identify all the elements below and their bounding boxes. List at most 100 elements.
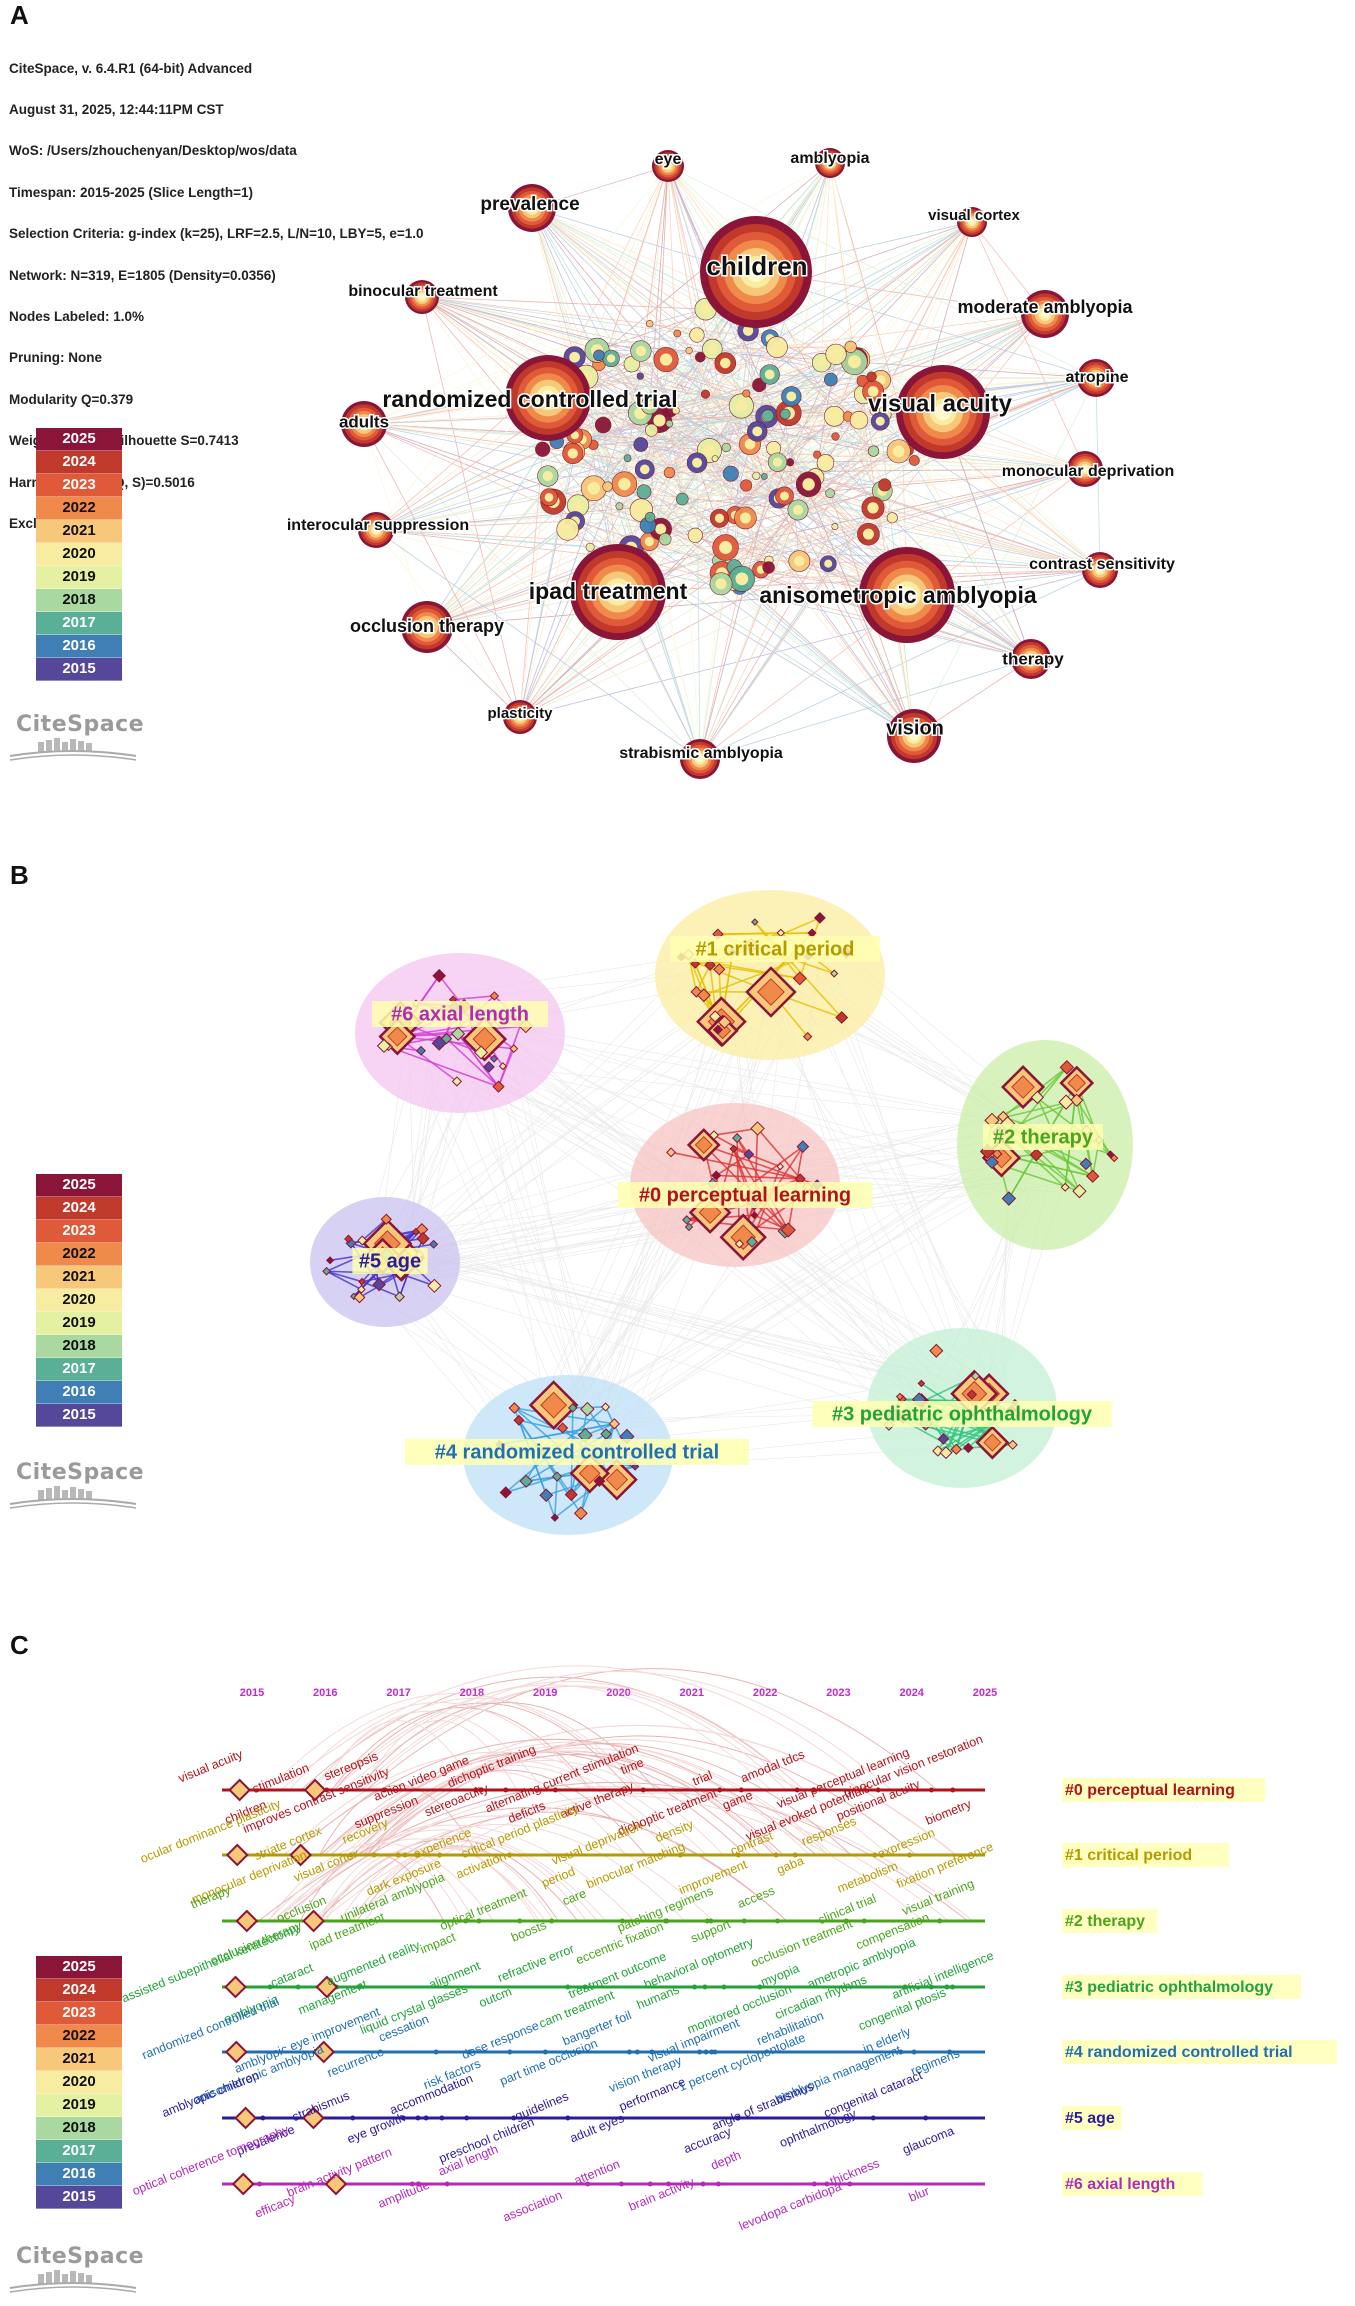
edge — [880, 313, 1046, 381]
edge — [868, 533, 1101, 571]
node-therapy — [1011, 639, 1051, 679]
node-atropine — [1077, 359, 1115, 397]
edge — [388, 1254, 921, 1406]
edge — [421, 296, 874, 452]
keyword-node — [630, 1462, 640, 1471]
keyword-node — [580, 1401, 595, 1417]
edge — [871, 376, 1097, 379]
edge — [519, 375, 641, 718]
keyword-node — [1007, 1439, 1018, 1450]
keyword-node — [440, 1032, 453, 1045]
row-label-bg — [1062, 2040, 1337, 2064]
keyword-node — [432, 968, 447, 983]
node-label: prevalence — [480, 194, 579, 215]
edge — [531, 207, 768, 417]
arc — [366, 1769, 646, 1856]
edge — [551, 1133, 1041, 1434]
keyword-node — [615, 502, 624, 511]
keyword-node — [344, 1234, 353, 1244]
keyword-node — [593, 349, 605, 362]
arc — [361, 1685, 796, 1791]
edge — [699, 526, 836, 760]
arc — [258, 1782, 969, 1922]
timeline-node — [792, 1852, 798, 1858]
legend-year-2024: 2024 — [36, 1979, 122, 2002]
keyword-node — [623, 356, 640, 373]
node-core — [606, 354, 616, 363]
edge — [739, 462, 778, 587]
keyword-node — [489, 991, 500, 1001]
arc — [318, 1852, 464, 1922]
node-core — [387, 1026, 408, 1047]
edge — [420, 1253, 966, 1396]
arc — [342, 1670, 893, 1791]
timeline-row-0-perceptual-learning: visual acuitychildrenstimulationimproves… — [176, 1732, 1266, 1844]
keyword-node — [567, 1403, 578, 1413]
keyword-node — [451, 1026, 466, 1041]
node-core — [655, 523, 667, 535]
timeline-node — [506, 1852, 512, 1858]
arc — [311, 1823, 685, 1922]
timeline-node — [585, 2181, 591, 2187]
edge — [769, 221, 973, 375]
node-core — [569, 351, 580, 363]
edge — [363, 423, 428, 628]
timeline-node — [511, 2115, 517, 2121]
edge — [676, 333, 915, 737]
edge — [421, 296, 706, 310]
keyword-node — [682, 1215, 692, 1225]
edge — [375, 362, 726, 531]
edge — [648, 348, 713, 542]
keyword-node — [644, 423, 659, 437]
edge — [640, 375, 1032, 660]
edge — [667, 165, 762, 570]
edge — [675, 410, 785, 497]
timeline-node — [735, 1852, 741, 1858]
legend-year-2018: 2018 — [36, 1335, 122, 1358]
node-strabismic-amblyopia — [680, 739, 720, 779]
keyword-node — [499, 1486, 512, 1499]
legend-year-2021: 2021 — [36, 520, 122, 543]
timeline-term: occlusion treatment — [749, 1916, 855, 1970]
node-label: ipad treatment — [529, 578, 688, 604]
edge — [556, 412, 789, 443]
node-visual-acuity — [896, 365, 990, 459]
edge — [389, 1004, 714, 1241]
node-core — [1081, 465, 1089, 473]
edge — [363, 346, 851, 425]
edge — [718, 560, 915, 737]
arc — [366, 1759, 724, 1856]
timeline-term: association — [501, 2188, 564, 2224]
edge — [607, 486, 769, 568]
node-core — [848, 355, 861, 369]
node-core — [1096, 566, 1104, 574]
node-contrast-sensitivity — [1082, 552, 1118, 588]
row-label: #2 therapy — [1065, 1913, 1145, 1930]
edge — [696, 462, 726, 548]
keyword-node — [550, 1513, 560, 1522]
edge — [585, 376, 646, 470]
timeline-node — [347, 1852, 353, 1858]
keyword-node — [564, 1488, 578, 1502]
node-core — [544, 492, 554, 502]
edge — [597, 344, 786, 415]
keyword-node — [551, 1471, 563, 1482]
edge — [572, 308, 706, 454]
cluster-label-bg — [983, 1124, 1103, 1150]
edge — [713, 1127, 758, 1136]
info-line: CiteSpace, v. 6.4.R1 (64-bit) Advanced — [9, 60, 253, 76]
year-tick: 2020 — [606, 1687, 630, 1699]
timeline-term: augmented reality — [325, 1938, 423, 1988]
edge — [714, 458, 1101, 571]
arc — [290, 1738, 817, 1856]
keyword-node — [633, 437, 649, 452]
timeline-key-node — [224, 1975, 247, 1999]
edge — [397, 1240, 955, 1404]
legend-year-2024: 2024 — [36, 1197, 122, 1220]
edge — [375, 529, 769, 561]
edge — [375, 520, 576, 531]
keyword-node — [357, 1285, 366, 1294]
keyword-node — [658, 532, 672, 546]
keyword-node — [1001, 1191, 1017, 1206]
timeline-node — [700, 2181, 706, 2187]
